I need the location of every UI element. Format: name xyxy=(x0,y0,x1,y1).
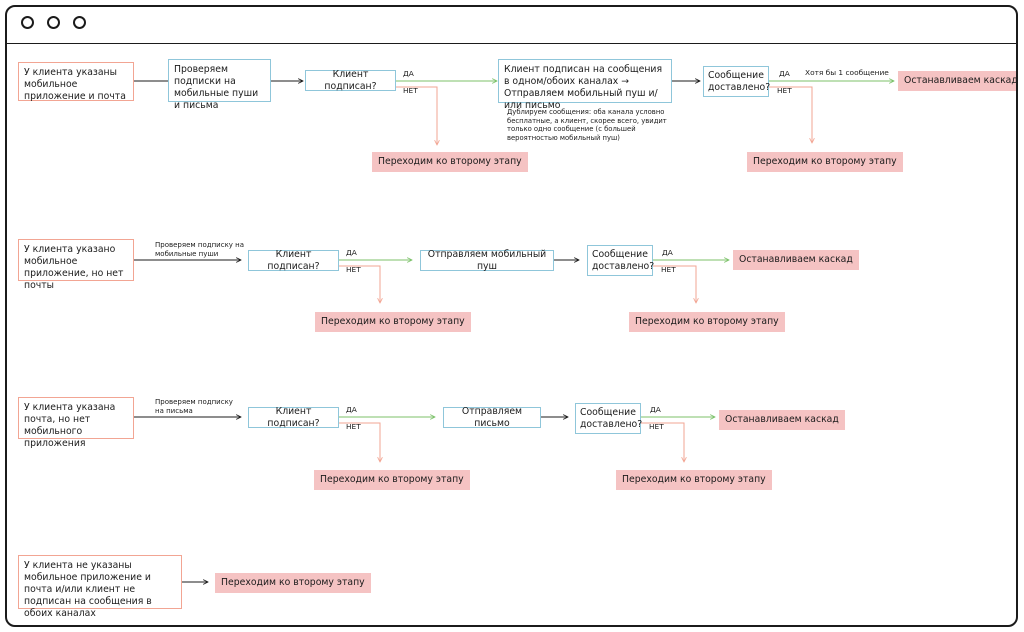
no-label: НЕТ xyxy=(661,265,676,274)
yes-label: ДА xyxy=(346,248,357,257)
flow2-action-node: Отправляем мобильный пуш xyxy=(420,249,554,272)
flow2-delivered-node: Сообщение доставлено? xyxy=(587,245,654,276)
yes-annotation: Хотя бы 1 сообщение xyxy=(805,68,889,77)
circle-icon[interactable] xyxy=(47,16,60,29)
yes-label: ДА xyxy=(650,405,661,414)
no-label: НЕТ xyxy=(403,86,418,95)
no-connector xyxy=(769,86,812,143)
next-stage-node: Переходим ко второму этапу xyxy=(372,152,528,172)
flow1-check-node: Проверяем подписки на мобильные пуши и п… xyxy=(168,59,271,111)
stop-node: Останавливаем каскад xyxy=(719,410,845,430)
next-stage-node: Переходим ко второму этапу xyxy=(629,312,785,332)
flow2-start-node: У клиента указано мобильное приложение, … xyxy=(18,239,134,291)
flow4-start-node: У клиента не указаны мобильное приложени… xyxy=(18,555,182,619)
flow1-note: Дублируем сообщения: оба канала условно … xyxy=(507,108,667,142)
no-label: НЕТ xyxy=(649,422,664,431)
window: У клиента указаны мобильное приложение и… xyxy=(5,5,1018,627)
no-connector xyxy=(339,265,380,303)
next-stage-node: Переходим ко второму этапу xyxy=(315,312,471,332)
flow2-question-node: Клиент подписан? xyxy=(248,249,339,272)
circle-icon[interactable] xyxy=(73,16,86,29)
flow3-delivered-node: Сообщение доставлено? xyxy=(575,403,642,434)
yes-label: ДА xyxy=(779,69,790,78)
next-stage-node: Переходим ко второму этапу xyxy=(747,152,903,172)
no-connector xyxy=(396,86,437,145)
flow1-start-node: У клиента указаны мобильное приложение и… xyxy=(18,62,134,102)
circle-icon[interactable] xyxy=(21,16,34,29)
title-bar xyxy=(7,7,1016,44)
flow3-question-node: Клиент подписан? xyxy=(248,406,339,429)
yes-label: ДА xyxy=(346,405,357,414)
flow1-action-node: Клиент подписан на сообщения в одном/обо… xyxy=(498,59,672,111)
next-stage-node: Переходим ко второму этапу xyxy=(314,470,470,490)
no-connector xyxy=(339,422,380,462)
next-stage-node: Переходим ко второму этапу xyxy=(616,470,772,490)
no-connector xyxy=(641,422,684,462)
yes-label: ДА xyxy=(403,69,414,78)
no-label: НЕТ xyxy=(777,86,792,95)
stop-node: Останавливаем каскад xyxy=(898,71,1016,91)
no-label: НЕТ xyxy=(346,422,361,431)
flow3-check-label: Проверяем подписку на письма xyxy=(155,398,233,415)
flow3-start-node: У клиента указана почта, но нет мобильно… xyxy=(18,397,134,449)
yes-label: ДА xyxy=(662,248,673,257)
flow1-question-node: Клиент подписан? xyxy=(305,69,396,92)
flow3-action-node: Отправляем письмо xyxy=(443,406,541,429)
next-stage-node: Переходим ко второму этапу xyxy=(215,573,371,593)
flow2-check-label: Проверяем подписку на мобильные пуши xyxy=(155,241,245,258)
no-label: НЕТ xyxy=(346,265,361,274)
flow1-delivered-node: Сообщение доставлено? xyxy=(703,66,770,97)
stop-node: Останавливаем каскад xyxy=(733,250,859,270)
no-connector xyxy=(653,265,696,303)
